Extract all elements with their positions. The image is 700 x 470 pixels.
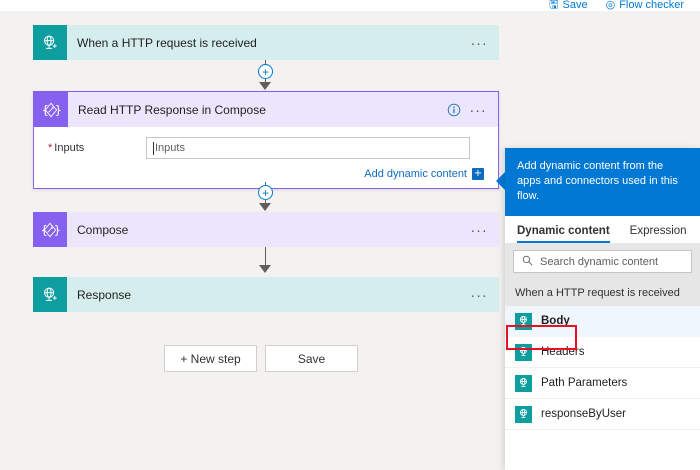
flow-designer-canvas: When a HTTP request is received ... + { … — [0, 11, 700, 470]
list-item-headers[interactable]: Headers — [505, 337, 700, 368]
flow-card-read-http-response[interactable]: { } Read HTTP Response in Compose ... — [33, 91, 499, 189]
compose-icon: { } — [33, 212, 67, 247]
command-flow-checker[interactable]: ◎ Flow checker — [606, 0, 684, 11]
flyout-group-label: When a HTTP request is received — [505, 281, 700, 306]
http-request-icon — [515, 312, 532, 330]
add-dynamic-content-badge-icon[interactable]: + — [472, 168, 484, 180]
search-icon — [522, 255, 533, 269]
flyout-banner: Add dynamic content from the apps and co… — [505, 148, 700, 216]
add-dynamic-content-link[interactable]: Add dynamic content — [364, 168, 467, 180]
compose-icon: { } — [34, 92, 68, 127]
list-item-body[interactable]: Body — [505, 306, 700, 337]
list-item-label: Body — [541, 315, 570, 327]
plus-glyph: + — [261, 64, 269, 79]
inputs-label: *Inputs — [48, 142, 146, 154]
designer-actions: + New step Save — [164, 345, 358, 372]
tab-expression[interactable]: Expression — [629, 225, 687, 237]
list-item-path-parameters[interactable]: Path Parameters — [505, 368, 700, 399]
add-dynamic-content-row: Add dynamic content + — [34, 163, 498, 180]
insert-step-button-1[interactable]: + — [258, 64, 273, 79]
connector-arrow — [259, 82, 271, 90]
compose-actions: ... — [470, 219, 499, 237]
http-request-icon — [515, 405, 532, 423]
command-save[interactable]: 🖫 Save — [549, 0, 587, 11]
flow-card-trigger[interactable]: When a HTTP request is received ... — [33, 25, 499, 60]
insert-step-button-2[interactable]: + — [258, 185, 273, 200]
read-http-actions: ... — [447, 99, 498, 117]
trigger-actions: ... — [470, 32, 499, 50]
connector-line — [265, 247, 266, 267]
read-http-body: *Inputs Inputs Add dynamic content + — [34, 127, 498, 188]
inputs-label-text: Inputs — [54, 142, 85, 154]
read-http-title: Read HTTP Response in Compose — [78, 102, 266, 117]
inputs-placeholder: Inputs — [155, 142, 185, 154]
save-button[interactable]: Save — [265, 345, 358, 372]
response-icon — [33, 277, 67, 312]
response-header[interactable]: Response ... — [33, 277, 499, 312]
flow-card-compose[interactable]: { } Compose ... — [33, 212, 499, 247]
response-title: Response — [77, 287, 132, 302]
command-save-label: Save — [562, 0, 588, 11]
svg-text:}: } — [54, 223, 60, 237]
search-dynamic-content-input[interactable]: Search dynamic content — [513, 250, 692, 273]
dynamic-content-flyout: Add dynamic content from the apps and co… — [505, 148, 700, 470]
command-flow-checker-label: Flow checker — [619, 0, 684, 11]
flow-card-response[interactable]: Response ... — [33, 277, 499, 312]
flow-checker-icon: ◎ — [605, 0, 616, 11]
tab-dynamic-content[interactable]: Dynamic content — [517, 225, 610, 243]
trigger-title: When a HTTP request is received — [77, 35, 257, 50]
trigger-header[interactable]: When a HTTP request is received ... — [33, 25, 499, 60]
compose-header[interactable]: { } Compose ... — [33, 212, 499, 247]
inputs-input[interactable]: Inputs — [146, 137, 470, 159]
connector-arrow — [259, 203, 271, 211]
dynamic-content-list: Body Headers — [505, 306, 700, 430]
info-icon[interactable] — [447, 103, 461, 117]
compose-title: Compose — [77, 222, 129, 237]
list-item-label: Headers — [541, 346, 585, 358]
http-request-icon — [33, 25, 67, 60]
connector-arrow — [259, 265, 271, 273]
http-request-icon — [515, 343, 532, 361]
read-http-header[interactable]: { } Read HTTP Response in Compose ... — [34, 92, 498, 127]
inputs-field-row: *Inputs Inputs — [34, 127, 498, 163]
list-item-responsebyuser[interactable]: responseByUser — [505, 399, 700, 430]
http-request-icon — [515, 374, 532, 392]
plus-glyph: + — [261, 185, 269, 200]
read-http-menu-icon[interactable]: ... — [469, 99, 487, 116]
connector-line — [265, 200, 266, 205]
command-bar: 🖫 Save ◎ Flow checker — [0, 0, 700, 11]
new-step-button[interactable]: + New step — [164, 345, 257, 372]
svg-text:}: } — [55, 103, 61, 117]
connector-line — [265, 79, 266, 84]
search-placeholder: Search dynamic content — [540, 255, 659, 268]
list-item-label: Path Parameters — [541, 377, 628, 389]
list-item-label: responseByUser — [541, 408, 627, 420]
trigger-menu-icon[interactable]: ... — [470, 32, 488, 49]
save-icon: 🖫 — [549, 0, 559, 11]
required-marker: * — [48, 142, 53, 154]
text-caret — [153, 141, 154, 155]
compose-menu-icon[interactable]: ... — [470, 219, 488, 236]
flyout-tabs: Dynamic content Expression — [505, 216, 700, 243]
flyout-pointer — [496, 172, 505, 190]
response-actions: ... — [470, 284, 499, 302]
flyout-search-area: Search dynamic content — [505, 243, 700, 281]
response-menu-icon[interactable]: ... — [470, 284, 488, 301]
